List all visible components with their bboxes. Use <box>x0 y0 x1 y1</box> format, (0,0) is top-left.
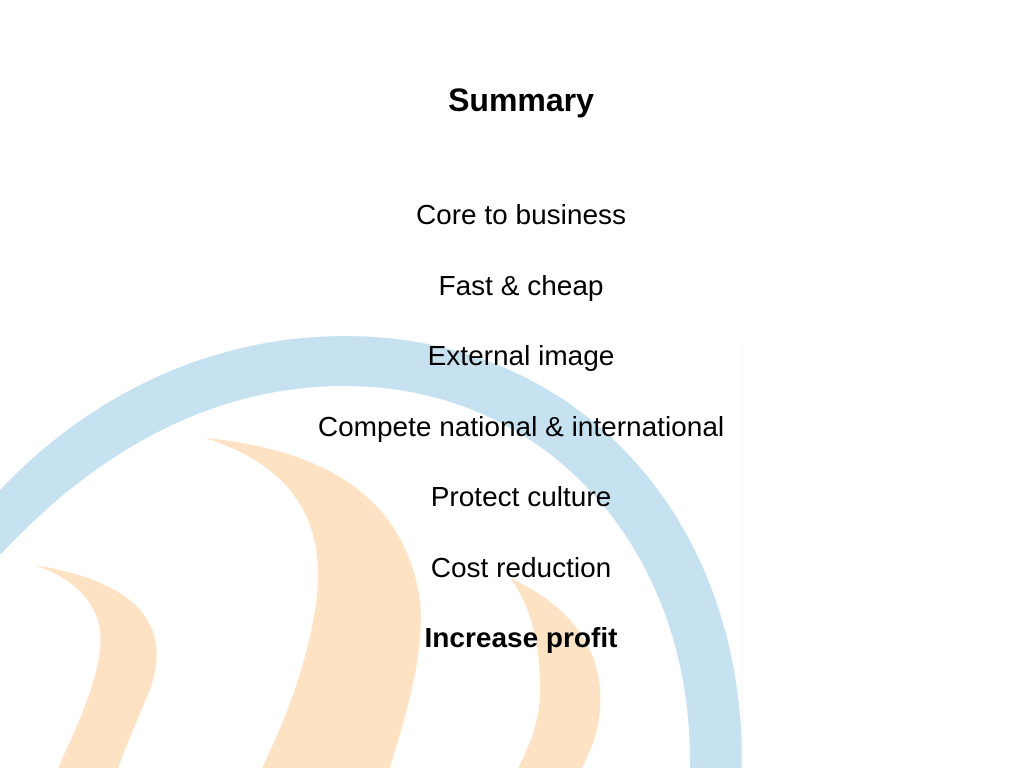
summary-item-core-to-business: Core to business <box>415 199 627 230</box>
summary-item-protect-culture: Protect culture <box>430 481 612 512</box>
summary-item-increase-profit: Increase profit <box>424 622 618 653</box>
blue-arc <box>0 336 743 768</box>
orange-wave-middle <box>205 438 421 768</box>
summary-item-compete: Compete national & international <box>317 410 725 442</box>
summary-item-cost-reduction: Cost reduction <box>430 551 612 583</box>
summary-item-external-image: External image <box>427 340 615 371</box>
orange-wave-left <box>34 565 157 768</box>
summary-item-fast-cheap: Fast & cheap <box>438 269 604 301</box>
summary-list: Core to business Fast & cheap External i… <box>0 195 1024 689</box>
orange-wave-right <box>510 578 601 768</box>
slide-title: Summary <box>448 82 594 118</box>
